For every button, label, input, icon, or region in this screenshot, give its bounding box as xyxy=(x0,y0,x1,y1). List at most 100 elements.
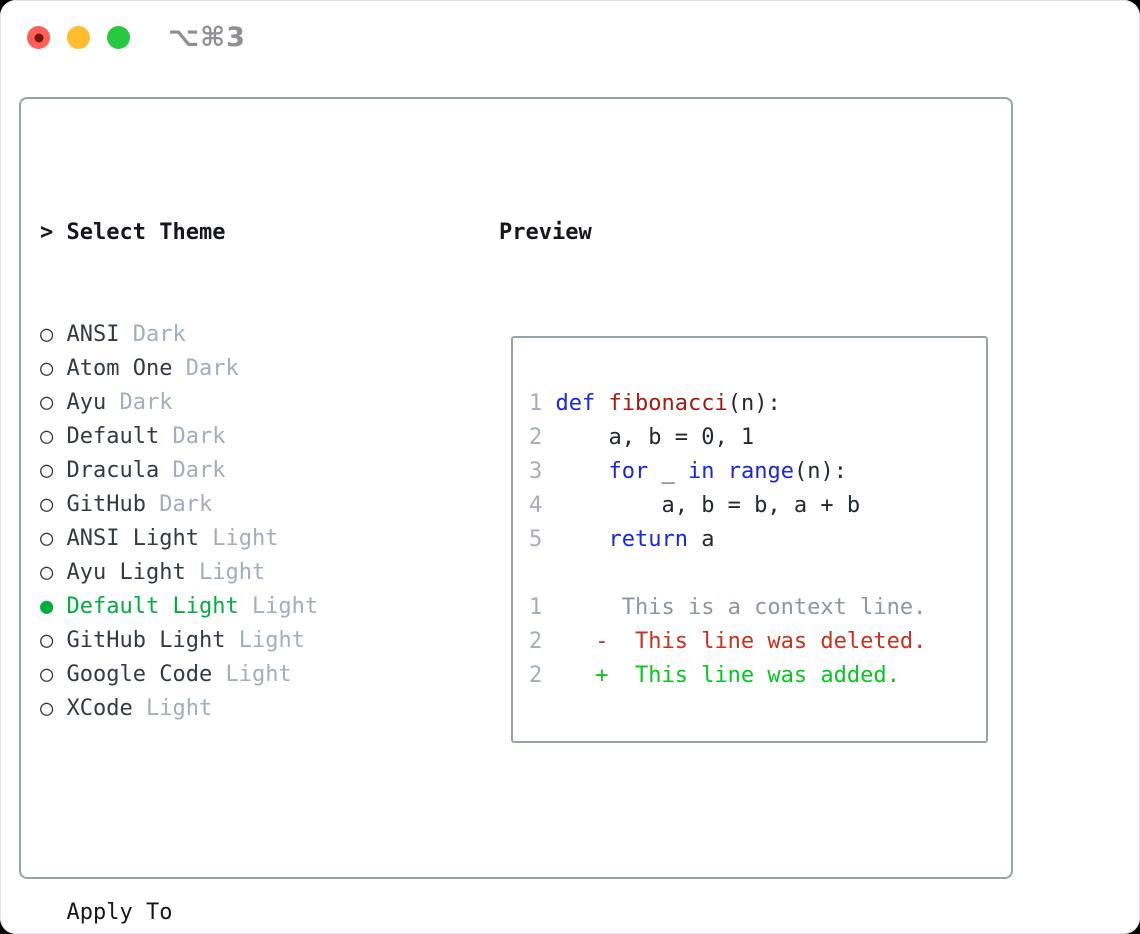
radio-unselected-icon: ○ xyxy=(40,662,54,687)
option-label: ANSI Light xyxy=(66,526,199,551)
spacer xyxy=(40,794,499,828)
line-number: 3 xyxy=(529,459,543,484)
minimize-button[interactable] xyxy=(67,26,90,49)
code-segment xyxy=(714,459,727,484)
titlebar: ⌥⌘3 xyxy=(0,0,1140,76)
theme-variant-tag: Light xyxy=(212,526,279,551)
line-number: 1 xyxy=(529,595,543,620)
code-segment: def xyxy=(555,391,596,416)
code-line: 2 a, b = 0, 1 xyxy=(529,421,986,455)
option-label: Ayu Light xyxy=(66,560,186,585)
option-label: GitHub Light xyxy=(66,628,226,653)
code-segment: a, b = b, a + b xyxy=(555,493,861,518)
code-segment: - This line was deleted. xyxy=(555,629,927,654)
theme-item-xcode[interactable]: ○ XCode Light xyxy=(40,692,499,726)
preview-title: Preview xyxy=(499,220,592,245)
zoom-button[interactable] xyxy=(107,26,130,49)
option-label: GitHub xyxy=(66,492,146,517)
theme-variant-tag: Light xyxy=(225,662,292,687)
code-line: 2 - This line was deleted. xyxy=(529,625,986,659)
option-label: Default Light xyxy=(66,594,239,619)
code-segment: (n): xyxy=(727,391,781,416)
theme-item-dracula[interactable]: ○ Dracula Dark xyxy=(40,454,499,488)
theme-variant-tag: Dark xyxy=(159,492,213,517)
theme-variant-tag: Dark xyxy=(172,458,226,483)
radio-unselected-icon: ○ xyxy=(40,458,54,483)
code-segment xyxy=(556,527,609,552)
code-line: 4 a, b = b, a + b xyxy=(529,489,986,523)
theme-item-default[interactable]: ○ Default Dark xyxy=(40,420,499,454)
radio-unselected-icon: ○ xyxy=(40,526,54,551)
radio-unselected-icon: ○ xyxy=(40,356,54,381)
option-label: Default xyxy=(66,424,160,449)
theme-item-default-light[interactable]: ● Default Light Light xyxy=(40,590,499,624)
line-number: 2 xyxy=(529,663,543,688)
code-segment: _ xyxy=(648,459,688,484)
code-segment: fibonacci xyxy=(608,391,728,416)
line-number: 2 xyxy=(529,629,543,654)
theme-variant-tag: Dark xyxy=(185,356,239,381)
code-line: 5 return a xyxy=(529,523,986,557)
close-button[interactable] xyxy=(27,26,50,49)
code-segment: in xyxy=(687,459,715,484)
theme-item-github-light[interactable]: ○ GitHub Light Light xyxy=(40,624,499,658)
code-segment: range xyxy=(727,459,794,484)
record-dot-icon xyxy=(34,33,43,42)
theme-variant-tag: Dark xyxy=(172,424,226,449)
apply-to-header: Apply To xyxy=(40,896,499,930)
theme-picker-panel: > Select Theme ○ ANSI Dark○ Atom One Dar… xyxy=(19,97,1013,925)
code-line: 1 def fibonacci(n): xyxy=(529,387,986,421)
radio-unselected-icon: ○ xyxy=(40,424,54,449)
theme-variant-tag: Light xyxy=(145,696,213,721)
code-line: 2 + This line was added. xyxy=(529,659,986,693)
option-label: XCode xyxy=(66,696,133,721)
theme-item-ansi-light[interactable]: ○ ANSI Light Light xyxy=(40,522,499,556)
keyboard-shortcut-label: ⌥⌘3 xyxy=(168,22,246,53)
radio-selected-icon: ● xyxy=(40,594,54,619)
code-line xyxy=(529,557,986,591)
line-number: 4 xyxy=(529,493,543,518)
theme-item-ayu[interactable]: ○ Ayu Dark xyxy=(40,386,499,420)
code-segment xyxy=(595,391,608,416)
radio-unselected-icon: ○ xyxy=(40,696,54,721)
theme-variant-tag: Light xyxy=(238,628,305,653)
radio-unselected-icon: ○ xyxy=(40,560,54,585)
preview-column: Preview 1 def fibonacci(n):2 a, b = 0, 1… xyxy=(499,148,1011,877)
prompt-marker: > xyxy=(40,220,54,245)
radio-unselected-icon: ○ xyxy=(40,322,54,347)
theme-item-ansi[interactable]: ○ ANSI Dark xyxy=(40,318,499,352)
theme-item-github[interactable]: ○ GitHub Dark xyxy=(40,488,499,522)
radio-unselected-icon: ○ xyxy=(40,628,54,653)
option-label: Ayu xyxy=(66,390,107,415)
option-label: Atom One xyxy=(66,356,173,381)
apply-to-title: Apply To xyxy=(66,900,173,925)
radio-unselected-icon: ○ xyxy=(40,492,54,517)
code-segment xyxy=(556,459,609,484)
line-number: 2 xyxy=(529,425,543,450)
option-label: Dracula xyxy=(66,458,160,483)
code-segment: a, b = 0, 1 xyxy=(555,425,755,450)
code-segment: (n): xyxy=(793,459,847,484)
theme-variant-tag: Dark xyxy=(132,322,186,347)
traffic-lights xyxy=(27,26,130,49)
radio-unselected-icon: ○ xyxy=(40,390,54,415)
select-theme-title: Select Theme xyxy=(66,220,226,245)
code-segment: a xyxy=(687,527,715,552)
select-theme-header: > Select Theme xyxy=(40,216,499,250)
line-number: 5 xyxy=(529,527,543,552)
code-line: 1 This is a context line. xyxy=(529,591,986,625)
option-label: ANSI xyxy=(66,322,120,347)
theme-item-google-code[interactable]: ○ Google Code Light xyxy=(40,658,499,692)
theme-variant-tag: Dark xyxy=(119,390,173,415)
theme-item-atom-one[interactable]: ○ Atom One Dark xyxy=(40,352,499,386)
code-segment: return xyxy=(608,527,688,552)
code-segment: This is a context line. xyxy=(555,595,927,620)
theme-list: ○ ANSI Dark○ Atom One Dark○ Ayu Dark○ De… xyxy=(40,318,499,726)
line-number: 1 xyxy=(529,391,543,416)
theme-variant-tag: Light xyxy=(251,594,319,619)
theme-item-ayu-light[interactable]: ○ Ayu Light Light xyxy=(40,556,499,590)
code-segment: for xyxy=(608,459,649,484)
option-label: Google Code xyxy=(66,662,213,687)
